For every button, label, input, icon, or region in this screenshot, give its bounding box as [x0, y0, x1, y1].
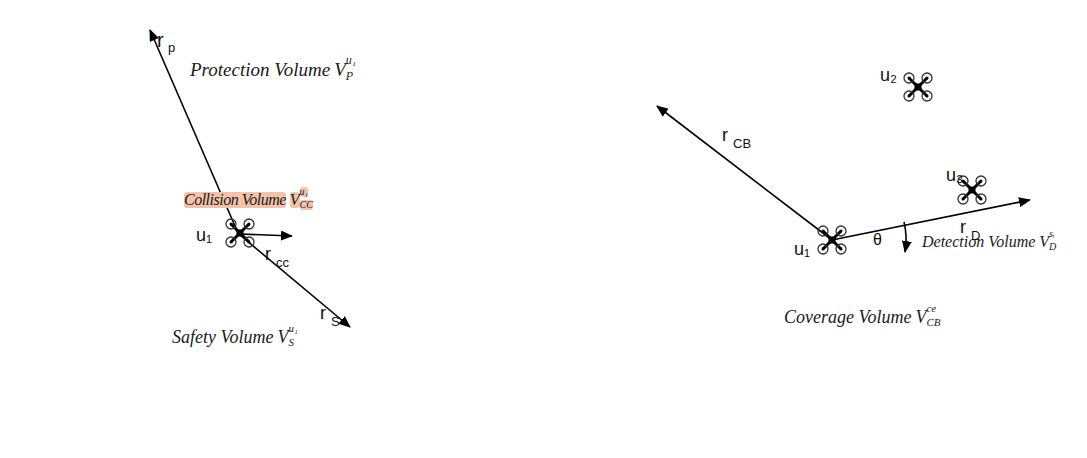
coverage-volume: Coverage VolumeVCBceDetection VolumeVDsᵢ [604, 2, 1060, 458]
volume-subscript: CC [300, 200, 313, 210]
volume-superscript: u₁ [288, 323, 297, 334]
volume-symbol: V [277, 328, 288, 346]
symbol-label: u₂ [880, 66, 897, 84]
volume-symbol: V [290, 192, 300, 208]
subscript-label: cc [276, 256, 289, 269]
symbol-label: r [320, 304, 326, 322]
sphere-outline [104, 100, 370, 366]
subscript-label: D [971, 229, 980, 242]
volume-subscript: S [288, 337, 294, 348]
volume-subscript: D [1049, 242, 1056, 252]
symbol-label: r [960, 218, 966, 236]
volume-label: Coverage Volume [784, 308, 911, 326]
symbol-label: u₁ [794, 240, 810, 258]
protection-volume: Protection VolumeVPu₁Safety VolumeVSu₁Co… [9, 5, 465, 458]
collision-volume: Collision VolumeVCCu₁ [171, 167, 305, 301]
radius-arrows [150, 30, 1030, 327]
sphere-outline [604, 2, 1060, 458]
volume-label: Protection Volume [190, 60, 330, 79]
symbol-label: r [722, 126, 728, 144]
sphere-outline [171, 167, 305, 301]
volume-superscript: u₁ [346, 54, 356, 66]
volume-subscript: CB [926, 317, 940, 328]
subscript-label: CB [733, 137, 751, 150]
volume-symbol: V [334, 60, 346, 79]
safety-volume: Safety VolumeVSu₁Collision VolumeVCCu₁ [104, 100, 370, 366]
symbol-label: u₃ [946, 166, 963, 184]
symbol-label: r [157, 30, 164, 50]
volume-symbol: V [1039, 234, 1049, 250]
volume-superscript: u₁ [300, 187, 308, 197]
symbol-label: u₁ [196, 226, 212, 244]
drone-icons [226, 73, 986, 254]
subscript-label: p [168, 41, 175, 54]
symbol-label: r [265, 245, 271, 263]
volume-subscript: P [346, 70, 353, 82]
volume-symbol: V [915, 308, 926, 326]
volume-label: Collision Volume [184, 192, 286, 208]
symbol-label: θ [873, 232, 882, 248]
volume-superscript: ce [926, 303, 936, 314]
subscript-label: S [331, 315, 340, 328]
volume-superscript: sᵢ [1049, 229, 1054, 239]
volume-label: Safety Volume [172, 328, 273, 346]
